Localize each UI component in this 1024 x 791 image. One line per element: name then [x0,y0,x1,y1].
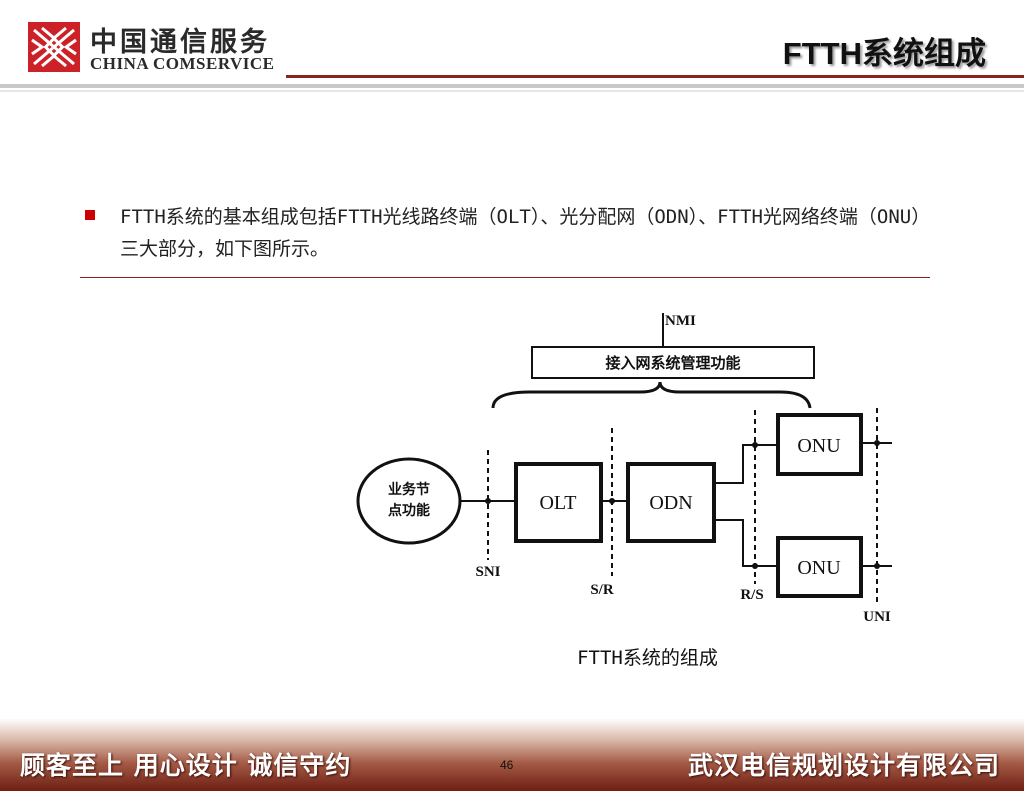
bullet-square-icon [85,210,95,220]
onu-top-box [776,413,863,476]
uni-dot-top [874,440,880,446]
sni-dot [485,498,491,504]
odn-label: ODN [649,492,692,514]
service-node-line2: 点功能 [388,502,430,519]
footer-bar [0,718,1024,791]
footer-slogan: 顾客至上 用心设计 诚信守约 [20,751,352,780]
header-band [0,84,1024,88]
content-divider [80,277,930,278]
header-divider [286,75,1024,78]
odn-box [626,462,716,543]
diagram-caption: FTTH系统的组成 [577,647,718,669]
brace [491,381,812,409]
logo-chinese-name: 中国通信服务 [90,27,270,58]
logo-english-name: CHINA COMSERVICE [90,54,275,73]
sr-label: S/R [590,582,614,598]
rs-dot-bottom [752,563,758,569]
mgmt-box [531,346,815,379]
service-node-line1: 业务节 [388,481,430,498]
uni-label: UNI [863,609,891,625]
mgmt-label: 接入网系统管理功能 [605,354,740,372]
header-band-light [0,90,1024,92]
link-odn-onu-top [714,444,778,484]
link-odn-onu-bottom [714,519,778,567]
slide-title: FTTH系统组成 [782,36,986,71]
ftth-architecture-diagram: NMI 接入网系统管理功能 业务节 点功能 OLT ODN [356,313,892,625]
onu-top-label: ONU [797,435,841,457]
china-comservice-logo [28,22,80,72]
page-number: 46 [500,758,514,772]
rs-label: R/S [740,587,763,603]
sni-label: SNI [475,564,500,580]
service-node-ellipse [356,457,462,545]
onu-bottom-box [776,536,863,598]
nmi-label: NMI [665,313,696,329]
footer-company: 武汉电信规划设计有限公司 [687,751,1000,780]
olt-label: OLT [539,492,576,514]
sr-dot [609,498,615,504]
rs-dot-top [752,442,758,448]
bullet-text: FTTH系统的基本组成包括FTTH光线路终端（OLT）、光分配网（ODN）、FT… [120,206,921,260]
onu-bottom-label: ONU [797,557,841,579]
olt-box [514,462,603,543]
uni-dot-bottom [874,563,880,569]
